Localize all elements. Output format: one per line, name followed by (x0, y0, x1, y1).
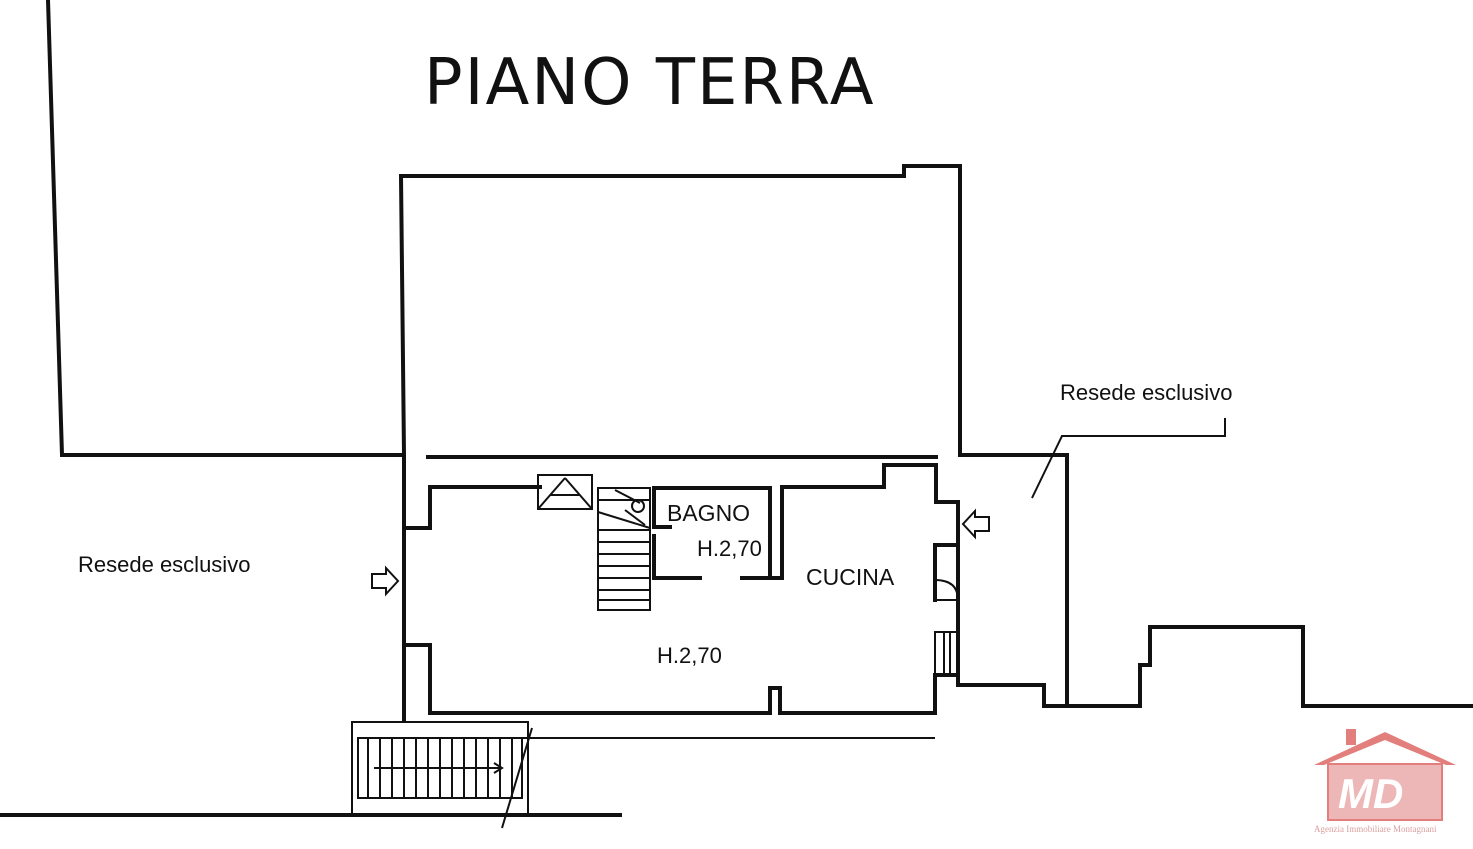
bagno-height-label: H.2,70 (697, 536, 762, 561)
entrance-arrow-right (961, 508, 990, 540)
logo-agency-name: Agenzia Immobiliare Montagnani (1314, 824, 1437, 834)
external-staircase (351, 721, 529, 815)
section-cut-line (501, 727, 533, 829)
agency-logo: MD Agenzia Immobiliare Montagnani (1314, 729, 1456, 834)
bagno-left-wall (652, 486, 672, 529)
logo-roof-icon (1314, 732, 1456, 765)
chimney-diag-1 (537, 477, 566, 510)
resede-left-label: Resede esclusivo (78, 552, 250, 577)
niche-right (934, 631, 958, 675)
logo-chimney-icon (1346, 729, 1356, 745)
inner-left-wall-top (406, 485, 542, 530)
main-height-label: H.2,70 (657, 643, 722, 668)
logo-initials: MD (1338, 770, 1403, 817)
right-courtyard-inner (956, 683, 1069, 708)
inner-left-wall-bottom (406, 643, 772, 715)
resede-right-label: Resede esclusivo (1060, 380, 1232, 405)
bagno-lower-wall (652, 534, 702, 580)
chimney-diag-2 (564, 477, 593, 510)
logo-house-body-icon (1327, 763, 1443, 821)
bagno-label: BAGNO (667, 500, 750, 526)
staircase (597, 487, 651, 611)
oven-arch (934, 579, 959, 601)
right-inner-wall (768, 463, 937, 580)
right-courtyard-outline (958, 453, 1473, 708)
floor-title: PIANO TERRA (424, 46, 876, 120)
bagno-walls (652, 486, 772, 580)
inner-bottom-wall-right (768, 673, 960, 715)
upper-building-outline (398, 164, 962, 458)
chimney-box (537, 474, 593, 510)
cucina-label: CUCINA (806, 564, 895, 590)
right-wall-segment (933, 463, 960, 602)
entrance-arrow-left (371, 565, 400, 597)
left-boundary-line (45, 0, 406, 457)
resede-right-leader (1031, 418, 1226, 499)
